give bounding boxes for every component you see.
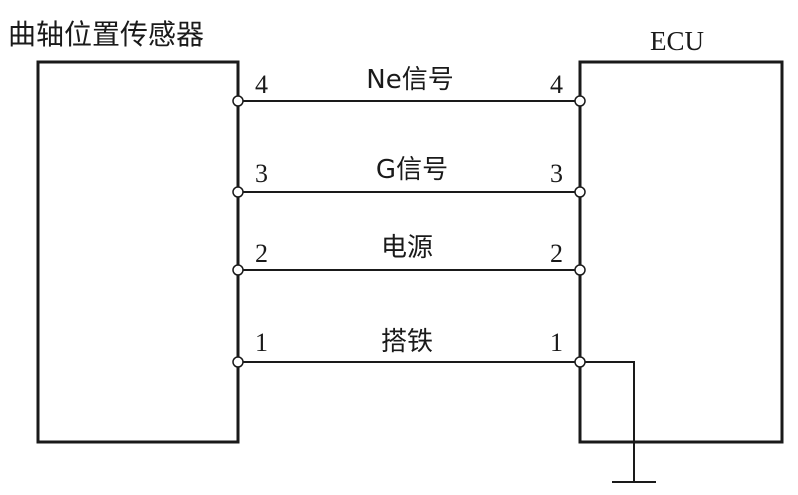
ecu-terminal-3 — [574, 186, 586, 198]
sensor-title: 曲轴位置传感器 — [8, 18, 204, 51]
sensor-pin-3: 3 — [255, 159, 268, 188]
connection-2: 2 电源 2 — [232, 233, 586, 276]
sensor-terminal-1 — [232, 356, 244, 368]
ecu-pin-1: 1 — [550, 328, 563, 357]
sensor-terminal-3 — [232, 186, 244, 198]
wire-label-2: 电源 — [381, 233, 433, 263]
ecu-title: ECU — [650, 26, 704, 56]
ecu-box — [578, 60, 784, 444]
ecu-pin-3: 3 — [550, 159, 563, 188]
connection-3: 3 G信号 3 — [232, 155, 586, 198]
wire-label-1: 搭铁 — [381, 327, 433, 357]
connection-4: 4 Ne信号 4 — [232, 65, 586, 107]
ecu-terminal-2 — [574, 264, 586, 276]
sensor-pin-2: 2 — [255, 239, 268, 268]
ecu-terminal-4 — [574, 95, 586, 107]
ecu-pin-2: 2 — [550, 239, 563, 268]
connection-1: 1 搭铁 1 — [232, 327, 656, 483]
sensor-terminal-4 — [232, 95, 244, 107]
ground-wire — [580, 361, 635, 482]
sensor-box — [36, 60, 240, 444]
ecu-terminal-1 — [574, 356, 586, 368]
sensor-terminal-2 — [232, 264, 244, 276]
sensor-pin-4: 4 — [255, 70, 268, 99]
wire-label-3: G信号 — [376, 155, 448, 185]
wire-label-4: Ne信号 — [366, 65, 453, 95]
ecu-pin-4: 4 — [550, 70, 563, 99]
sensor-pin-1: 1 — [255, 328, 268, 357]
